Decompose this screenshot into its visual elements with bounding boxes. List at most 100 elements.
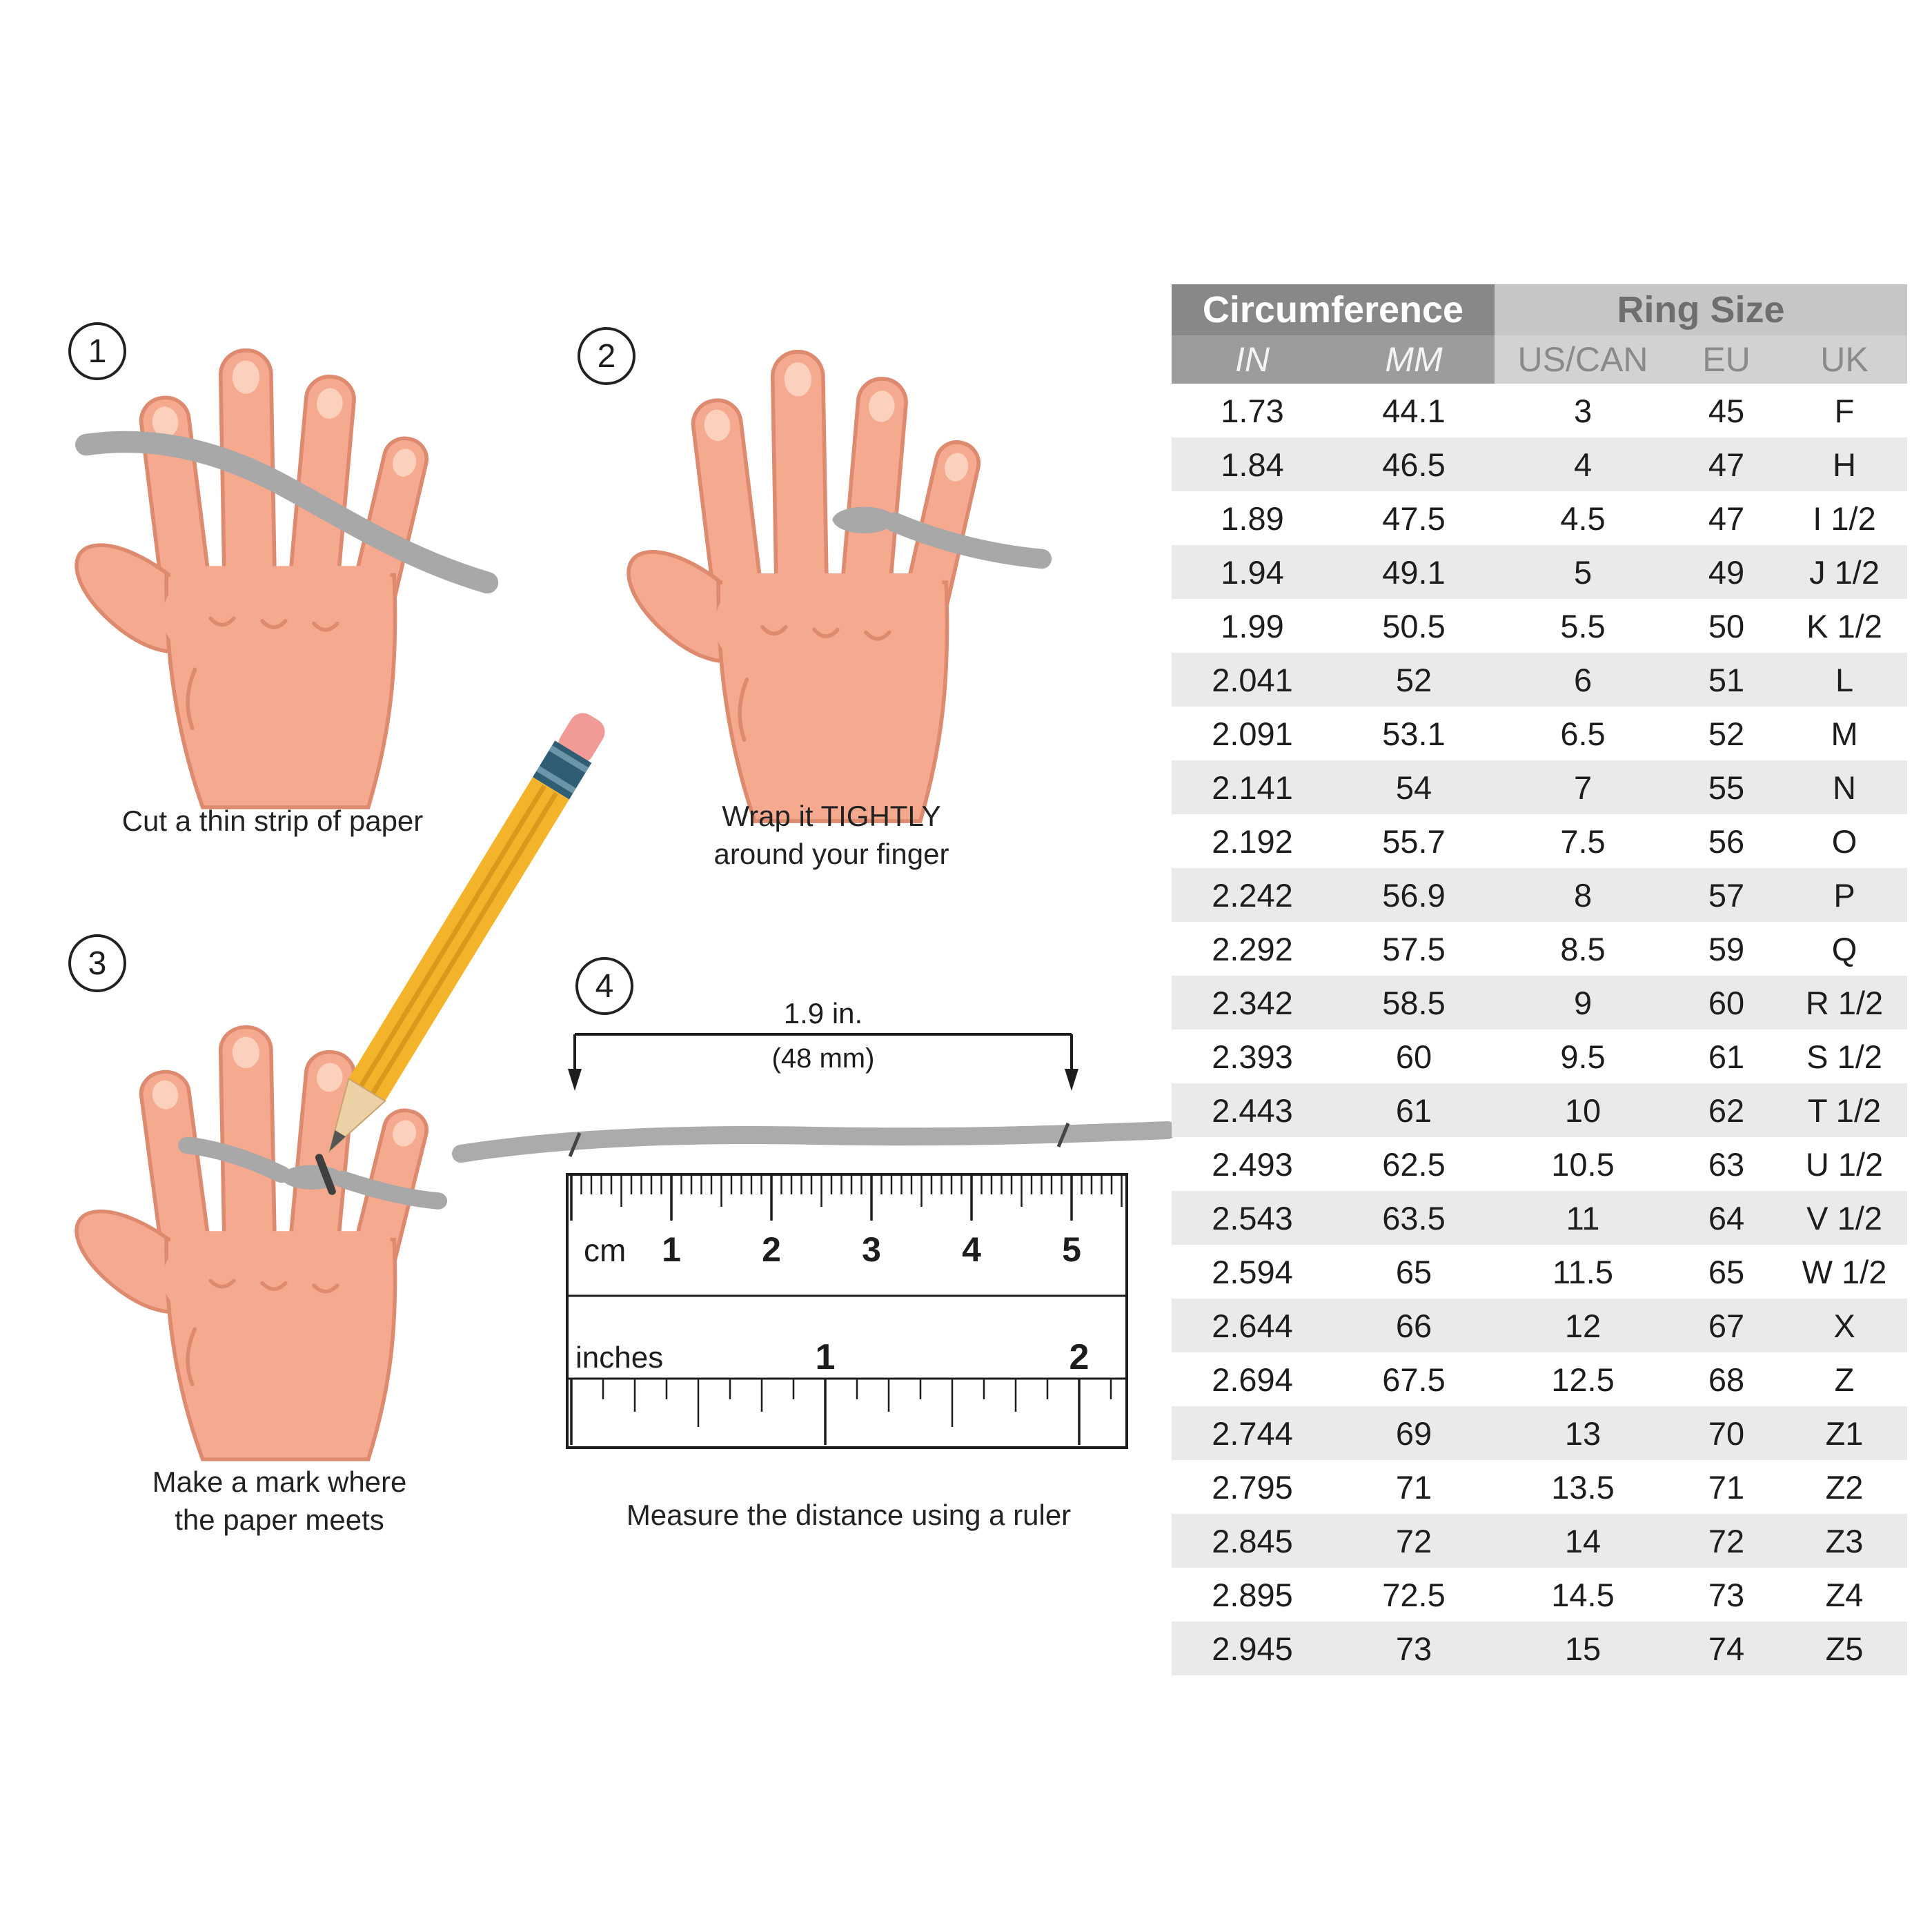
table-cell: 13 (1564, 1414, 1601, 1452)
table-cell: 2.493 (1212, 1145, 1293, 1183)
table-cell: 58.5 (1382, 984, 1446, 1021)
table-cell: Z2 (1825, 1468, 1864, 1506)
table-cell: Z5 (1825, 1630, 1864, 1667)
step-1-number: 1 (88, 333, 107, 370)
table-cell: 63 (1708, 1145, 1745, 1183)
strip-mark-left (568, 1132, 582, 1157)
table-cell: 67.5 (1382, 1361, 1446, 1398)
table-cell: 66 (1395, 1307, 1432, 1344)
hand-illustration-step-3 (66, 976, 448, 1459)
column-header-uscan: US/CAN (1495, 335, 1672, 384)
table-cell: 8.5 (1560, 930, 1606, 967)
table-cell: S 1/2 (1806, 1038, 1882, 1075)
table-cell: 49.1 (1382, 553, 1446, 591)
table-cell: 2.242 (1212, 876, 1293, 914)
table-cell: X (1833, 1307, 1855, 1344)
table-cell: 62.5 (1382, 1145, 1446, 1183)
table-cell: 2.141 (1212, 769, 1293, 806)
table-cell: R 1/2 (1805, 984, 1884, 1021)
ring-size-table: Circumference Ring Size IN MM US/CAN EU … (1172, 284, 1908, 1675)
table-cell: 6 (1573, 661, 1593, 698)
pencil-graphite (329, 1130, 346, 1152)
hand-illustration-step-1 (66, 297, 499, 807)
column-header-mm: MM (1333, 335, 1495, 384)
table-cell: F (1834, 392, 1855, 429)
table-cell: 55.7 (1382, 822, 1446, 860)
table-cell: 73 (1708, 1576, 1745, 1613)
table-cell: J 1/2 (1809, 553, 1880, 591)
table-cell: 9 (1573, 984, 1593, 1021)
table-cell: 52 (1708, 715, 1745, 752)
table-cell: P (1833, 876, 1855, 914)
table-cell: W 1/2 (1802, 1253, 1887, 1290)
table-cell: 12 (1564, 1307, 1601, 1344)
table-cell: 2.041 (1212, 661, 1293, 698)
table-cell: U 1/2 (1805, 1145, 1884, 1183)
ring-size-header: Ring Size (1495, 284, 1908, 335)
table-cell: 60 (1708, 984, 1745, 1021)
step-1-badge: 1 (68, 322, 126, 380)
table-cell: M (1831, 715, 1858, 752)
table-cell: 7 (1573, 769, 1593, 806)
circumference-header: Circumference (1172, 284, 1495, 335)
table-cell: 1.84 (1221, 446, 1284, 483)
table-cell: 55 (1708, 769, 1745, 806)
pencil-mark (315, 1154, 336, 1195)
table-cell: L (1835, 661, 1854, 698)
table-cell: Z (1834, 1361, 1855, 1398)
table-cell: Z1 (1825, 1414, 1864, 1452)
table-cell: 71 (1395, 1468, 1432, 1506)
table-cell: 69 (1395, 1414, 1432, 1452)
table-cell: 57 (1708, 876, 1745, 914)
step-2-caption: Wrap it TIGHTLY around your finger (713, 800, 949, 871)
table-cell: 45 (1708, 392, 1745, 429)
table-cell: 4.5 (1560, 500, 1606, 537)
table-cell: 13.5 (1551, 1468, 1615, 1506)
table-cell: 2.393 (1212, 1038, 1293, 1075)
table-cell: 2.644 (1212, 1307, 1293, 1344)
arrow-down-left-icon (568, 1069, 582, 1091)
table-cell: 2.845 (1212, 1522, 1293, 1559)
step-2-number: 2 (597, 337, 616, 375)
table-column-header-row: IN MM US/CAN EU UK (1172, 335, 1908, 384)
table-cell: 14.5 (1551, 1576, 1615, 1613)
table-cell: 2.895 (1212, 1576, 1293, 1613)
svg-text:1: 1 (662, 1230, 681, 1269)
table-cell: 14 (1564, 1522, 1601, 1559)
table-cell: 50 (1708, 607, 1745, 644)
table-cell: 2.795 (1212, 1468, 1293, 1506)
step-4-number: 4 (595, 967, 614, 1005)
table-cell: 65 (1395, 1253, 1432, 1290)
step-3-caption: Make a mark where the paper meets (152, 1466, 407, 1537)
svg-text:2: 2 (762, 1230, 781, 1269)
table-cell: V 1/2 (1806, 1199, 1882, 1236)
table-cell: I 1/2 (1813, 500, 1876, 537)
pencil-wood-tip (328, 1077, 386, 1154)
table-cell: 52 (1395, 661, 1432, 698)
table-cell: 5 (1573, 553, 1593, 591)
table-cell: 51 (1708, 661, 1745, 698)
table-cell: 61 (1395, 1092, 1432, 1129)
table-cell: 47.5 (1382, 500, 1446, 537)
table-cell: 7.5 (1560, 822, 1606, 860)
pencil-illustration (328, 713, 605, 1154)
table-cell: 5.5 (1560, 607, 1606, 644)
table-cell: 63.5 (1382, 1199, 1446, 1236)
